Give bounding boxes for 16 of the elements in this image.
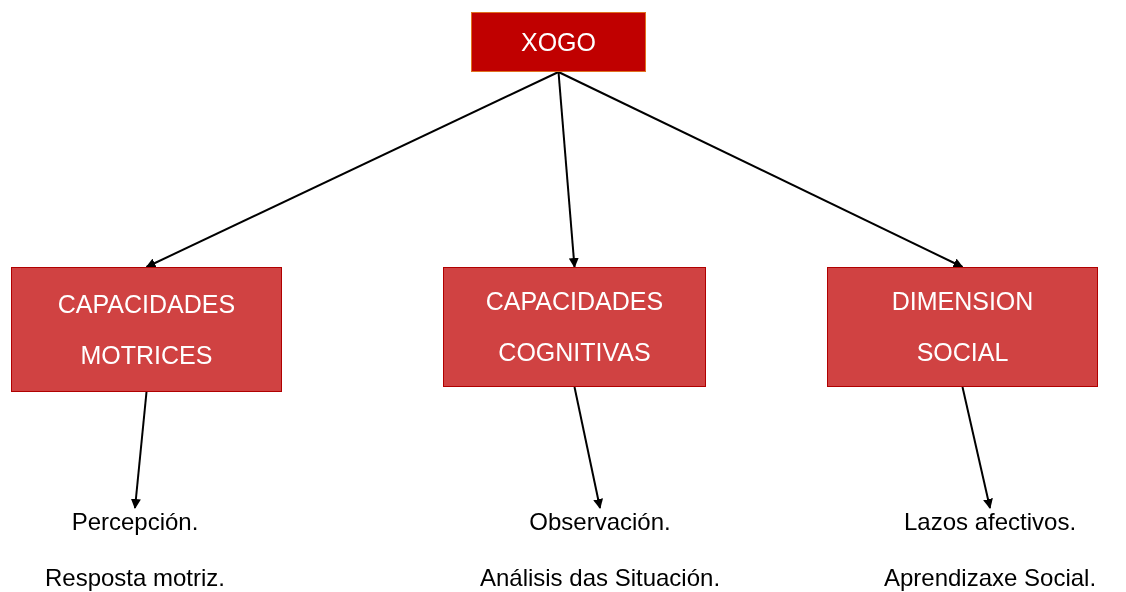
category-box: DIMENSION SOCIAL [827, 267, 1098, 387]
item-text: Lazos afectivos. [903, 508, 1077, 536]
category-box: CAPACIDADES COGNITIVAS [443, 267, 706, 387]
item-text: Aprendizaxe Social. [883, 564, 1097, 592]
item-text: Análisis das Situación. [479, 564, 721, 592]
arrow [557, 71, 579, 268]
arrow [961, 386, 993, 509]
arrow [573, 386, 604, 509]
arrow [145, 71, 560, 268]
category-box: CAPACIDADES MOTRICES [11, 267, 282, 392]
arrow [557, 71, 964, 268]
item-text: Percepción. [71, 508, 199, 536]
item-text: Observación. [529, 508, 671, 536]
arrow [130, 391, 148, 509]
item-text: Resposta motriz. [44, 564, 226, 592]
title-box: XOGO [471, 12, 646, 72]
